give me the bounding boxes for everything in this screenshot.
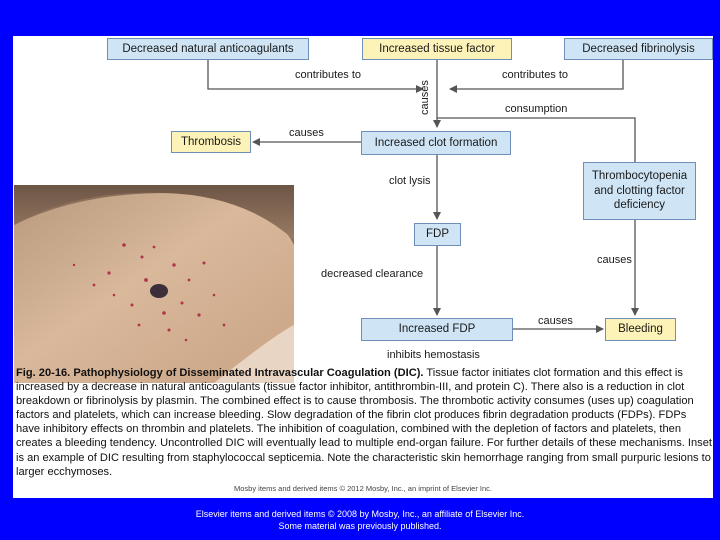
fdp-label: FDP <box>426 228 449 241</box>
figure-title: Pathophysiology of Disseminated Intravas… <box>73 367 424 379</box>
decreased-clearance-label: decreased clearance <box>321 268 424 280</box>
caption-body: Tissue factor initiates clot formation a… <box>16 367 712 478</box>
increased-tissue-factor-label: Increased tissue factor <box>379 42 495 55</box>
contributes-to-right-label: contributes to <box>502 69 569 81</box>
bleeding-box: Bleeding <box>605 318 676 341</box>
clot-lysis-label: clot lysis <box>389 175 431 187</box>
increased-fdp-label: Increased FDP <box>398 323 476 336</box>
footer-line2: Some material was previously published. <box>278 521 442 531</box>
inhibits-hemostasis-label: inhibits hemostasis <box>387 349 480 361</box>
thrombosis-box: Thrombosis <box>171 131 251 153</box>
thrombocytopenia-box: Thrombocytopenia and clotting factor def… <box>583 162 696 220</box>
contributes-to-left-label: contributes to <box>295 69 362 81</box>
increased-fdp-box: Increased FDP <box>361 318 513 341</box>
figure-number: Fig. 20-16. <box>16 367 71 379</box>
thrombocytopenia-label-line1: Thrombocytopenia <box>591 170 688 183</box>
causes-bleeding-vertical-label: causes <box>597 254 632 266</box>
decreased-anticoagulants-box: Decreased natural anticoagulants <box>107 38 309 60</box>
publisher-credit: Mosby items and derived items © 2012 Mos… <box>234 484 492 493</box>
flow-arrows <box>207 60 639 333</box>
causes-vertical-label: causes <box>419 80 431 115</box>
thrombocytopenia-label-line3: deficiency <box>613 199 666 212</box>
decreased-anticoagulants-label: Decreased natural anticoagulants <box>122 42 294 55</box>
bleeding-label: Bleeding <box>618 323 663 336</box>
causes-bleeding-label: causes <box>538 315 573 327</box>
decreased-fibrinolysis-box: Decreased fibrinolysis <box>564 38 713 60</box>
skin-hemorrhage-photo <box>14 185 294 383</box>
thrombosis-label: Thrombosis <box>180 135 242 148</box>
fdp-box: FDP <box>414 223 461 246</box>
consumption-label: consumption <box>505 103 568 115</box>
causes-thrombosis-label: causes <box>289 127 324 139</box>
figure-panel: Decreased natural anticoagulants Increas… <box>13 36 713 498</box>
decreased-fibrinolysis-label: Decreased fibrinolysis <box>582 42 695 55</box>
increased-clot-formation-box: Increased clot formation <box>361 131 511 155</box>
thrombocytopenia-label-line2: and clotting factor <box>594 184 685 197</box>
increased-clot-formation-label: Increased clot formation <box>374 136 498 149</box>
footer-line1: Elsevier items and derived items © 2008 … <box>195 509 525 519</box>
figure-caption: Fig. 20-16. Pathophysiology of Dissemina… <box>16 366 712 479</box>
increased-tissue-factor-box: Increased tissue factor <box>362 38 512 60</box>
